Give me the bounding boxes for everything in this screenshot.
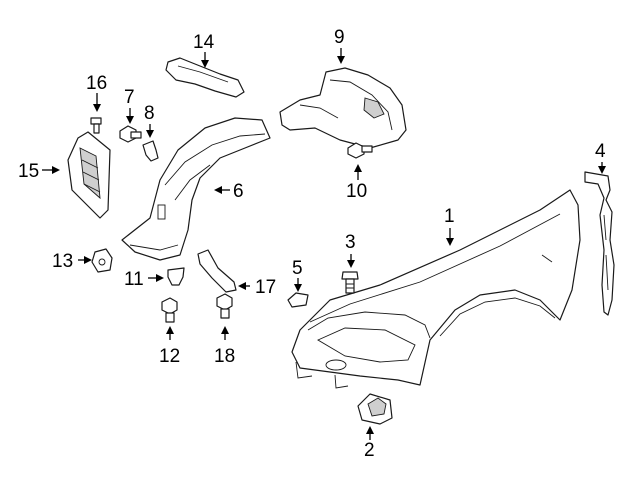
bolt-part-18[interactable] xyxy=(216,293,233,319)
callout-18: 18 xyxy=(214,346,235,367)
callout-16: 16 xyxy=(86,73,107,94)
callout-10: 10 xyxy=(346,181,367,202)
screw-part-16[interactable] xyxy=(90,117,102,134)
bracket-part-17[interactable] xyxy=(197,249,237,293)
callout-1: 1 xyxy=(444,206,455,227)
callout-4: 4 xyxy=(595,141,606,162)
callout-17: 17 xyxy=(255,277,276,298)
callout-3: 3 xyxy=(345,232,356,253)
bolt-part-10[interactable] xyxy=(347,142,373,159)
callout-15: 15 xyxy=(18,161,39,182)
callout-14: 14 xyxy=(193,32,215,53)
bracket-part-14[interactable] xyxy=(165,57,245,98)
leader-lines xyxy=(42,48,606,440)
trim-panel-part-15[interactable] xyxy=(67,131,111,219)
callout-11: 11 xyxy=(124,269,144,290)
clip-part-2[interactable] xyxy=(357,393,393,425)
callout-2: 2 xyxy=(364,440,375,461)
callout-labels: 1 2 3 4 5 6 7 8 9 10 11 12 13 14 15 16 1… xyxy=(18,27,606,461)
bolt-part-12[interactable] xyxy=(161,297,178,323)
fender-liner-part-6[interactable] xyxy=(121,117,271,261)
callout-8: 8 xyxy=(144,103,155,124)
callout-12: 12 xyxy=(159,346,180,367)
bracket-part-4[interactable] xyxy=(584,171,615,316)
callout-9: 9 xyxy=(334,27,345,48)
clip-part-8[interactable] xyxy=(142,140,159,162)
callout-7: 7 xyxy=(124,87,135,108)
clip-part-11[interactable] xyxy=(167,267,185,286)
callout-13: 13 xyxy=(52,251,73,272)
pad-part-5[interactable] xyxy=(287,292,309,308)
fender-part[interactable] xyxy=(291,189,581,389)
callout-6: 6 xyxy=(233,181,244,202)
wheelhouse-part-9[interactable] xyxy=(279,67,407,149)
callout-5: 5 xyxy=(292,258,303,279)
screw-part-3[interactable] xyxy=(341,271,359,294)
bolt-part-7[interactable] xyxy=(119,125,142,143)
nut-clip-part-13[interactable] xyxy=(91,248,113,273)
